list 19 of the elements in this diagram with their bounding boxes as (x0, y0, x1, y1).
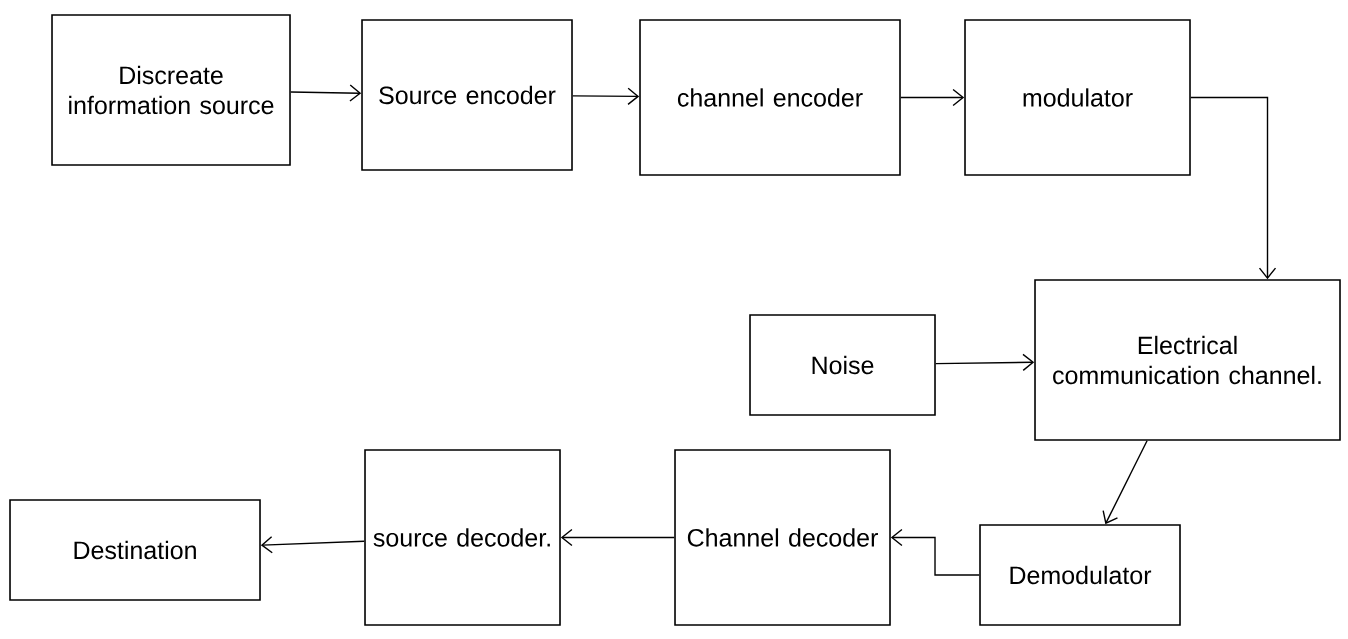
block-box: channel encoder (639, 19, 901, 176)
block-box: Destination (9, 499, 261, 601)
block-box: Channel decoder (674, 449, 891, 626)
arrow (290, 84, 362, 102)
arrow (1190, 96, 1277, 280)
block-box: Discreate information source (51, 14, 291, 166)
block-box: modulator (964, 19, 1191, 176)
arrow (1102, 440, 1148, 525)
arrow (900, 88, 965, 107)
block-box: Demodulator (979, 524, 1181, 626)
arrow (572, 87, 640, 106)
block-box: Noise (749, 314, 936, 416)
arrow (260, 536, 365, 554)
block-box: Electrical communication channel. (1034, 279, 1341, 441)
arrow (890, 528, 980, 576)
arrow (560, 528, 675, 547)
block-box: Source encoder (361, 19, 573, 171)
arrow (935, 353, 1035, 372)
block-box: source decoder. (364, 449, 561, 626)
